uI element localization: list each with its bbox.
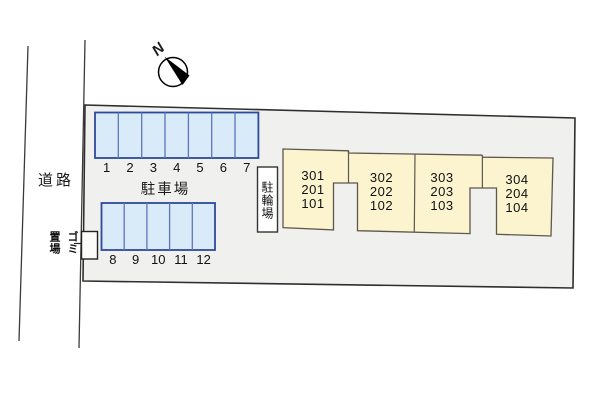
stall-number: 9 [131, 252, 140, 267]
car-parking-label: 駐車場 [140, 182, 191, 198]
stall-number: 12 [196, 252, 211, 267]
room-number: 304 [505, 172, 529, 187]
compass-needle [164, 56, 190, 85]
room-number: 204 [505, 185, 529, 201]
car-stalls-lower-outline [100, 202, 216, 251]
room-number: 303 [430, 170, 454, 185]
stall-dividers-lower [123, 203, 193, 250]
room-number: 101 [301, 195, 325, 211]
car-stalls-upper [94, 111, 260, 159]
unit-dividers [347, 151, 483, 232]
building-outline [282, 148, 554, 237]
bicycle-parking-box [256, 166, 279, 233]
room-number: 104 [505, 199, 529, 215]
room-number: 301 [301, 168, 325, 183]
garbage-label-left-column: 置場 [48, 231, 60, 255]
room-number: 302 [369, 170, 394, 185]
road-line-left [18, 45, 29, 342]
stall-number: 1 [103, 160, 111, 175]
room-number: 102 [369, 197, 394, 213]
stall-number: 4 [173, 160, 181, 175]
room-number: 202 [369, 183, 394, 199]
unit-1-rooms: 301 201 101 [284, 169, 342, 210]
bicycle-parking-label: 駐輪場 [260, 180, 274, 220]
lower-stall-numbers: 8 9 10 11 12 [102, 252, 216, 267]
stall-number: 2 [126, 160, 134, 175]
car-stalls-upper-outline [94, 111, 260, 159]
compass [157, 56, 190, 88]
stall-number: 11 [174, 252, 188, 267]
upper-stall-numbers: 1 2 3 4 5 6 7 [95, 160, 258, 175]
road-boundary-line [78, 39, 86, 349]
car-stalls-lower [100, 202, 216, 251]
garbage-label-right-column: ゴミ [66, 231, 78, 255]
building [282, 148, 554, 237]
stall-dividers-upper [117, 112, 236, 158]
stall-number: 8 [109, 252, 117, 267]
stall-number: 6 [219, 160, 227, 175]
unit-4-rooms: 304 204 104 [484, 173, 550, 214]
stall-number: 3 [149, 160, 157, 175]
stall-number: 5 [196, 160, 204, 175]
unit-3-rooms: 303 203 103 [412, 171, 472, 212]
stall-number: 10 [151, 252, 166, 267]
road-label: 道路 [38, 172, 75, 189]
room-number: 203 [430, 183, 454, 199]
garbage-box [80, 230, 99, 260]
stall-number: 7 [243, 160, 251, 175]
room-number: 201 [301, 181, 325, 197]
room-number: 103 [430, 197, 454, 213]
unit-2-rooms: 302 202 102 [349, 171, 414, 212]
